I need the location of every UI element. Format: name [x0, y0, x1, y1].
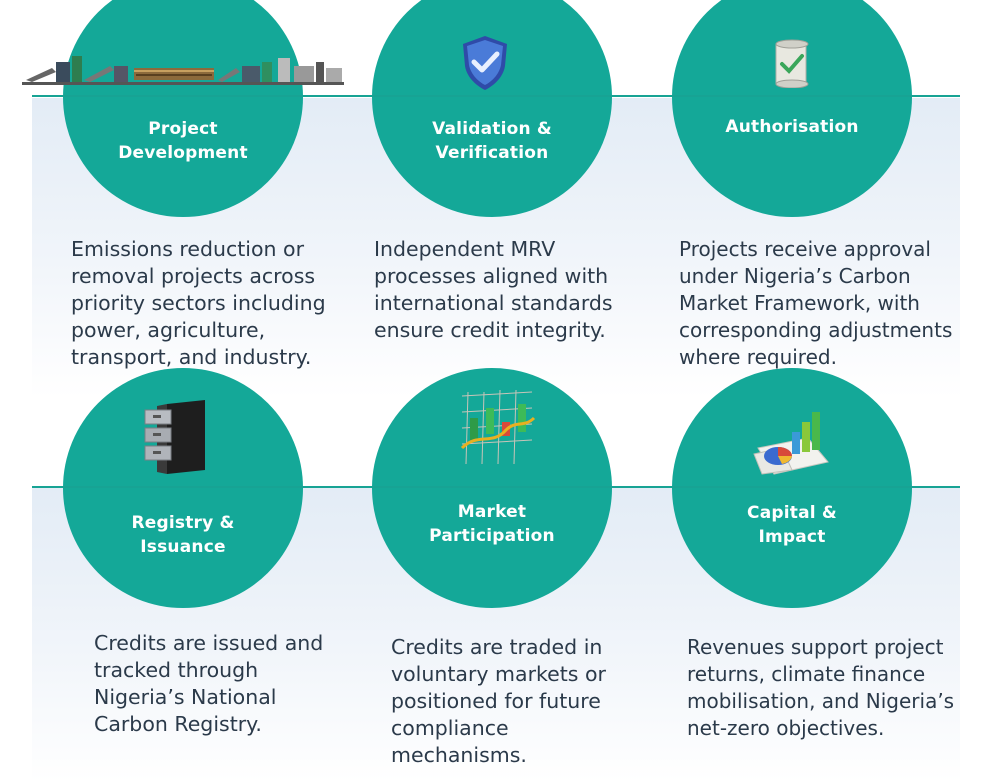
step-circle-validation-verification: Validation & Verification: [372, 0, 612, 217]
step-description: Credits are traded in voluntary markets …: [391, 635, 606, 767]
step-title: Capital & Impact: [747, 503, 837, 547]
step-title: Authorisation: [725, 117, 859, 137]
step-circle-authorisation: Authorisation: [672, 0, 912, 217]
step-title: Registry & Issuance: [131, 513, 235, 557]
step-circle-capital-impact: Capital & Impact: [672, 368, 912, 608]
step-description: Emissions reduction or removal projects …: [71, 237, 326, 369]
market-chart-icon: [460, 389, 536, 465]
approved-scroll-icon: [775, 39, 809, 88]
step-description: Credits are issued and tracked through N…: [94, 631, 324, 736]
step-description: Projects receive approval under Nigeria’…: [679, 237, 953, 369]
production-line-icon: [22, 56, 344, 85]
step-circle-project-development: Project Development: [63, 0, 303, 217]
filing-cabinet-icon: [144, 400, 205, 474]
bar-pie-report-icon: [753, 412, 829, 475]
shield-check-icon: [463, 36, 507, 90]
step-title: Validation & Verification: [432, 119, 552, 163]
divider-line: [32, 486, 960, 488]
divider-line: [32, 95, 960, 97]
step-description: Independent MRV processes aligned with i…: [374, 237, 613, 342]
step-title: Project Development: [118, 119, 248, 163]
step-description: Revenues support project returns, climat…: [687, 635, 955, 740]
step-title: Market Participation: [429, 502, 555, 546]
